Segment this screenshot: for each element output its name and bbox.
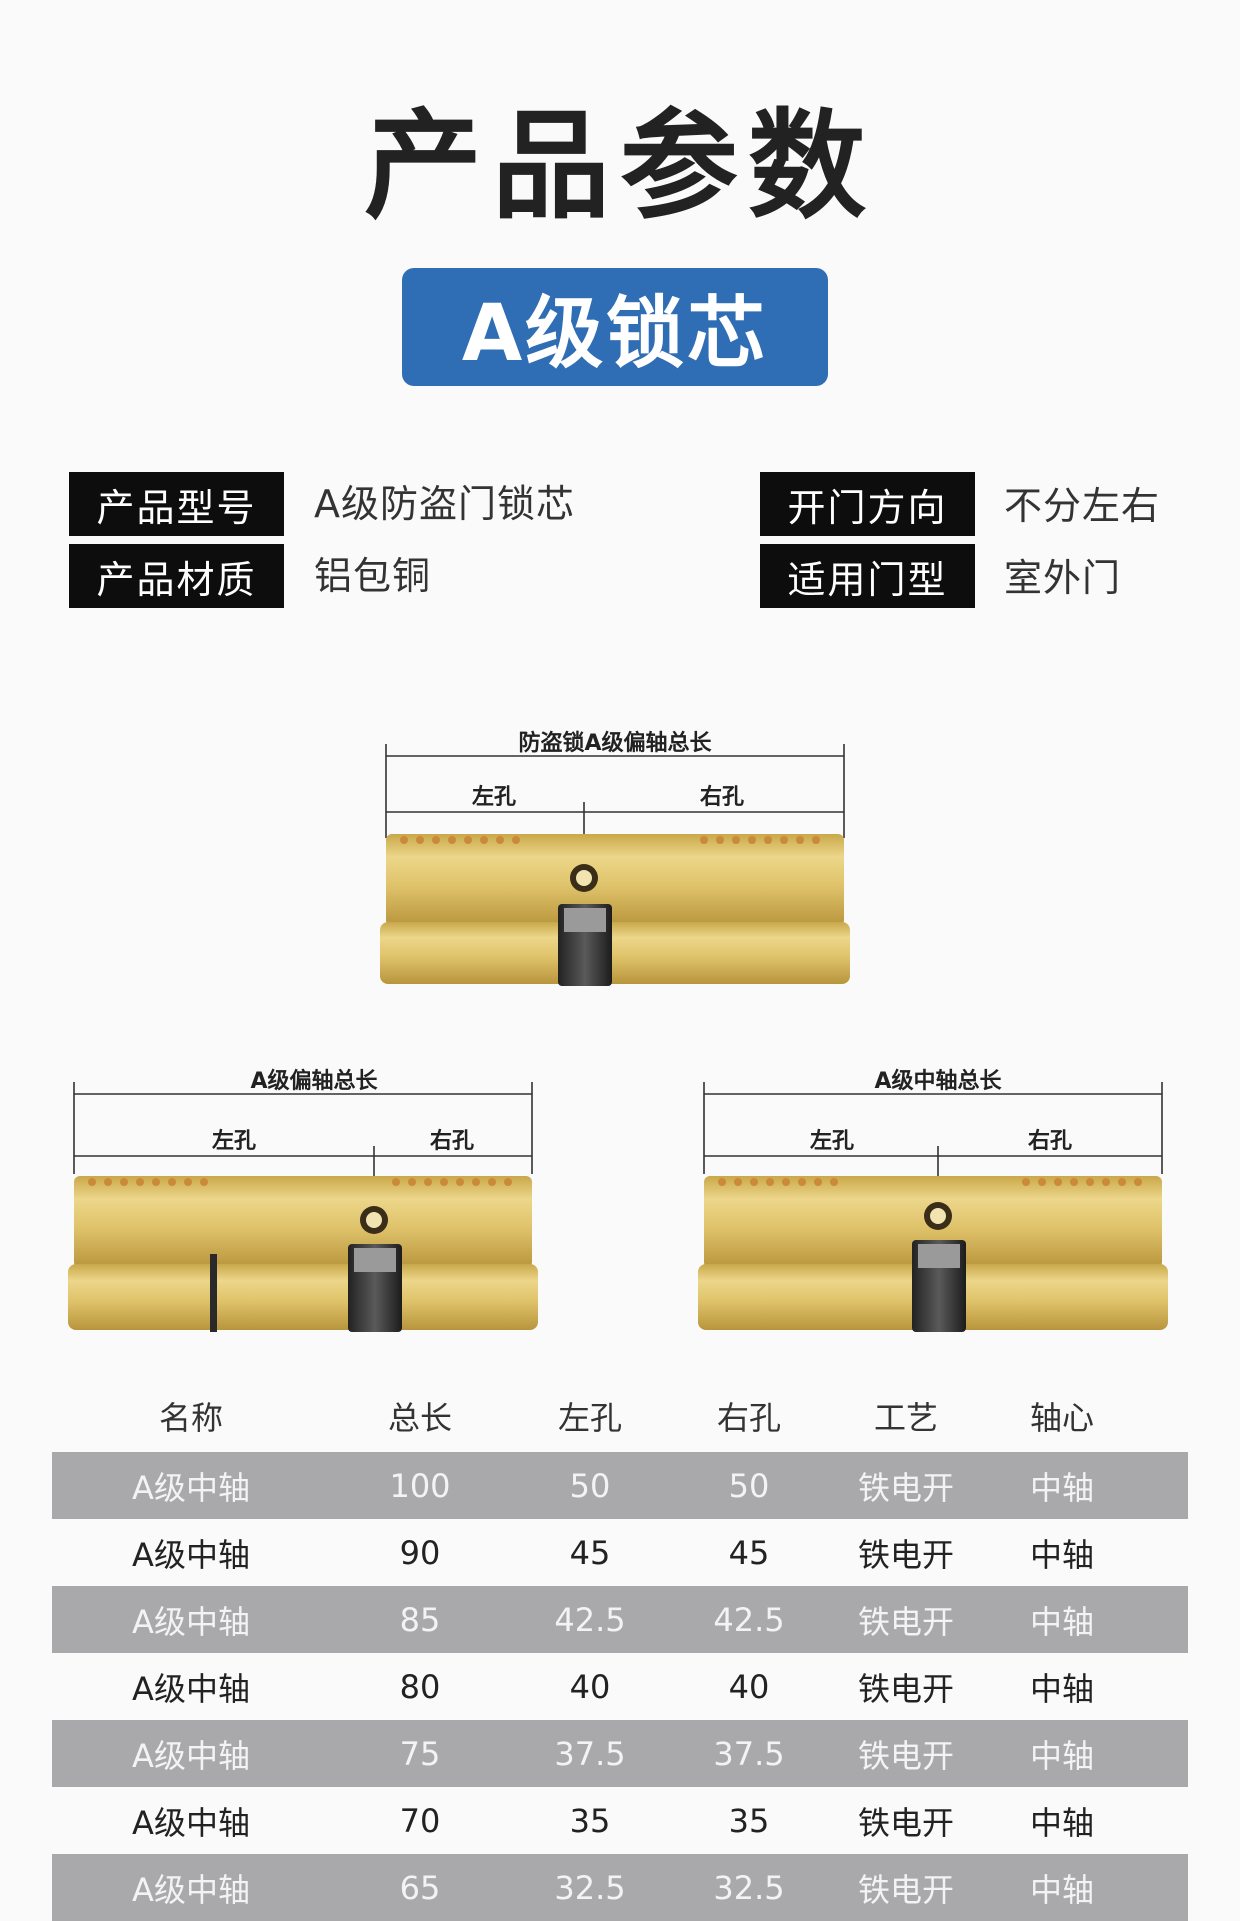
cell-craft: 铁电开 bbox=[857, 1535, 954, 1574]
cell-total-length: 75 bbox=[399, 1734, 441, 1773]
spec-label-door-type: 适用门型 bbox=[760, 544, 975, 608]
cell-left-hole: 37.5 bbox=[554, 1734, 626, 1773]
overall-length-label: A级中轴总长 bbox=[874, 1068, 1002, 1094]
cell-left-hole: 42.5 bbox=[554, 1600, 626, 1639]
cell-craft: 铁电开 bbox=[857, 1870, 954, 1909]
cell-right-hole: 50 bbox=[728, 1466, 770, 1505]
cell-name: A级中轴 bbox=[132, 1468, 250, 1507]
cell-right-hole: 35 bbox=[728, 1801, 770, 1840]
table-header: 名称 总长 左孔 右孔 工艺 轴心 bbox=[52, 1380, 1188, 1452]
cell-right-hole: 37.5 bbox=[713, 1734, 785, 1773]
cell-right-hole: 45 bbox=[728, 1533, 770, 1572]
cell-name: A级中轴 bbox=[132, 1736, 250, 1775]
spec-value-door-type: 室外门 bbox=[1004, 555, 1122, 600]
spec-table: 名称 总长 左孔 右孔 工艺 轴心 A级中轴 100 50 50 铁电开 中轴 … bbox=[52, 1380, 1188, 1921]
cell-axis: 中轴 bbox=[1029, 1602, 1094, 1641]
left-hole-label: 左孔 bbox=[212, 1128, 256, 1154]
cell-craft: 铁电开 bbox=[857, 1803, 954, 1842]
cell-name: A级中轴 bbox=[132, 1535, 250, 1574]
table-row: A级中轴 65 32.5 32.5 铁电开 中轴 bbox=[52, 1854, 1188, 1921]
cell-total-length: 90 bbox=[399, 1533, 441, 1572]
cell-left-hole: 35 bbox=[569, 1801, 611, 1840]
header-craft: 工艺 bbox=[873, 1399, 938, 1437]
cell-axis: 中轴 bbox=[1029, 1803, 1094, 1842]
lock-cylinder-body bbox=[698, 1176, 1168, 1332]
right-hole-label: 右孔 bbox=[700, 785, 744, 810]
spec-label-model: 产品型号 bbox=[69, 472, 284, 536]
cell-right-hole: 42.5 bbox=[713, 1600, 785, 1639]
cell-total-length: 100 bbox=[389, 1466, 451, 1505]
table-row: A级中轴 80 40 40 铁电开 中轴 bbox=[52, 1653, 1188, 1720]
cell-craft: 铁电开 bbox=[857, 1736, 954, 1775]
cell-craft: 铁电开 bbox=[857, 1669, 954, 1708]
diagram-offset-cylinder: A级偏轴总长 左孔 右孔 bbox=[64, 1054, 544, 1344]
cell-left-hole: 32.5 bbox=[554, 1868, 626, 1907]
lock-cylinder-body bbox=[380, 834, 850, 986]
table-row: A级中轴 70 35 35 铁电开 中轴 bbox=[52, 1787, 1188, 1854]
spec-value-model: A级防盗门锁芯 bbox=[314, 481, 575, 526]
left-hole-label: 左孔 bbox=[472, 784, 516, 810]
table-row: A级中轴 100 50 50 铁电开 中轴 bbox=[52, 1452, 1188, 1519]
cell-axis: 中轴 bbox=[1029, 1736, 1094, 1775]
header-axis: 轴心 bbox=[1029, 1399, 1094, 1437]
header-total-length: 总长 bbox=[387, 1399, 452, 1437]
diagram-center-cylinder: A级中轴总长 左孔 右孔 bbox=[694, 1054, 1174, 1344]
cell-axis: 中轴 bbox=[1029, 1870, 1094, 1909]
header-left-hole: 左孔 bbox=[557, 1399, 622, 1437]
cell-total-length: 70 bbox=[399, 1801, 441, 1840]
cell-craft: 铁电开 bbox=[857, 1468, 954, 1507]
spec-label-material: 产品材质 bbox=[69, 544, 284, 608]
page-title: 产品参数 bbox=[363, 97, 876, 235]
table-row: A级中轴 85 42.5 42.5 铁电开 中轴 bbox=[52, 1586, 1188, 1653]
cell-left-hole: 40 bbox=[569, 1667, 611, 1706]
product-grade-badge: A级锁芯 bbox=[402, 268, 828, 386]
cell-axis: 中轴 bbox=[1029, 1535, 1094, 1574]
diagram-offset-cylinder-top: 防盗锁A级偏轴总长 左孔 右孔 bbox=[370, 722, 850, 1002]
spec-value-material: 铝包铜 bbox=[314, 553, 432, 598]
header-right-hole: 右孔 bbox=[716, 1399, 781, 1437]
overall-length-label: 防盗锁A级偏轴总长 bbox=[518, 730, 712, 756]
cell-left-hole: 50 bbox=[569, 1466, 611, 1505]
cell-total-length: 85 bbox=[399, 1600, 441, 1639]
cell-total-length: 80 bbox=[399, 1667, 441, 1706]
cell-right-hole: 32.5 bbox=[713, 1868, 785, 1907]
lock-cylinder-body bbox=[68, 1176, 538, 1332]
right-hole-label: 右孔 bbox=[1028, 1129, 1072, 1154]
cell-name: A级中轴 bbox=[132, 1803, 250, 1842]
cell-total-length: 65 bbox=[399, 1868, 441, 1907]
spec-label-direction: 开门方向 bbox=[760, 472, 975, 536]
cell-name: A级中轴 bbox=[132, 1870, 250, 1909]
overall-length-label: A级偏轴总长 bbox=[250, 1068, 378, 1094]
right-hole-label: 右孔 bbox=[430, 1129, 474, 1154]
cell-name: A级中轴 bbox=[132, 1602, 250, 1641]
cell-axis: 中轴 bbox=[1029, 1669, 1094, 1708]
cell-axis: 中轴 bbox=[1029, 1468, 1094, 1507]
header-name: 名称 bbox=[158, 1399, 223, 1437]
cell-left-hole: 45 bbox=[569, 1533, 611, 1572]
cell-craft: 铁电开 bbox=[857, 1602, 954, 1641]
left-hole-label: 左孔 bbox=[810, 1128, 854, 1154]
cell-right-hole: 40 bbox=[728, 1667, 770, 1706]
cell-name: A级中轴 bbox=[132, 1669, 250, 1708]
table-row: A级中轴 90 45 45 铁电开 中轴 bbox=[52, 1519, 1188, 1586]
table-row: A级中轴 75 37.5 37.5 铁电开 中轴 bbox=[52, 1720, 1188, 1787]
spec-value-direction: 不分左右 bbox=[1004, 483, 1161, 528]
